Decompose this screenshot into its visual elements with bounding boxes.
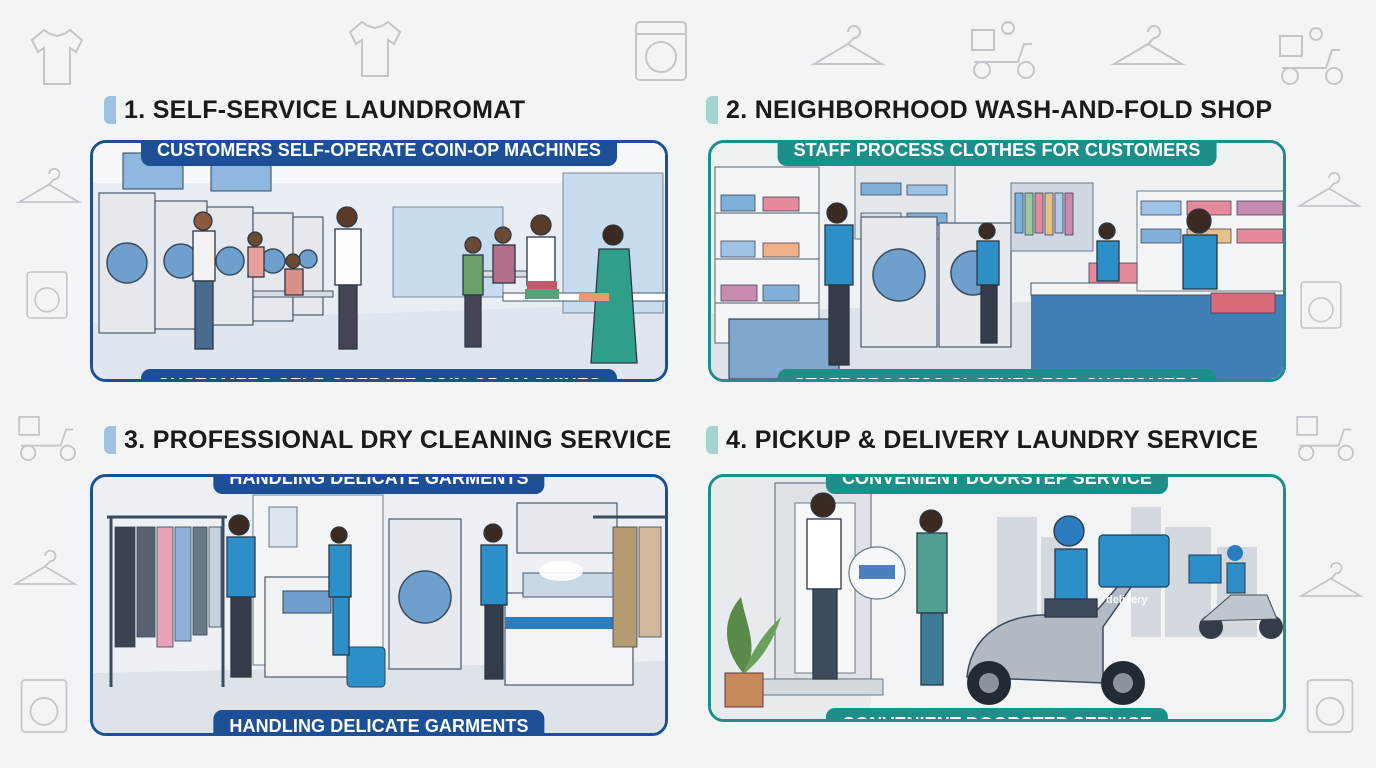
hanger-icon [16, 167, 82, 203]
section-1-bottom-label: CUSTOMERS SELF-OPERATE COIN-OP MACHINES [141, 369, 617, 379]
laundromat-illustration [93, 143, 665, 379]
washing-machine-icon [26, 271, 68, 319]
delivery-box-label: delivery [1106, 594, 1148, 606]
wash-and-fold-illustration [711, 143, 1283, 379]
section-2-top-label: STAFF PROCESS CLOTHES FOR CUSTOMERS [777, 143, 1217, 166]
section-4-heading: 4. PICKUP & DELIVERY LAUNDRY SERVICE [706, 425, 1258, 455]
section-3-top-label: HANDLING DELICATE GARMENTS [213, 477, 545, 494]
hanger-icon [1110, 25, 1186, 65]
section-1-heading: 1. SELF-SERVICE LAUNDROMAT [104, 95, 525, 125]
hanger-icon [810, 25, 886, 65]
hanger-icon [12, 549, 78, 585]
washing-machine-icon [20, 679, 68, 733]
section-1-panel: CUSTOMERS SELF-OPERATE COIN-OP MACHINES … [90, 140, 668, 382]
section-4-panel: delivery CONVENIENT DOORSTEP SERVICE CON… [708, 474, 1286, 722]
section-3-title: 3. PROFESSIONAL DRY CLEANING SERVICE [124, 425, 672, 454]
section-4-bottom-label: CONVENIENT DOORSTEP SERVICE [825, 708, 1169, 719]
heading-accent-bar [706, 96, 718, 124]
section-2-bottom-label: STAFF PROCESS CLOTHES FOR CUSTOMERS [777, 369, 1217, 379]
dry-cleaning-illustration [93, 477, 665, 733]
section-4-top-label: CONVENIENT DOORSTEP SERVICE [825, 477, 1169, 494]
heading-accent-bar [104, 96, 116, 124]
heading-accent-bar [104, 426, 116, 454]
section-2-heading: 2. NEIGHBORHOOD WASH-AND-FOLD SHOP [706, 95, 1272, 125]
shirt-icon [30, 28, 84, 85]
section-3-heading: 3. PROFESSIONAL DRY CLEANING SERVICE [104, 425, 671, 455]
section-1-title: 1. SELF-SERVICE LAUNDROMAT [124, 95, 526, 124]
section-2-title: 2. NEIGHBORHOOD WASH-AND-FOLD SHOP [726, 95, 1273, 124]
hanger-icon [1298, 561, 1364, 597]
washing-machine-icon [1300, 281, 1342, 329]
section-4-title: 4. PICKUP & DELIVERY LAUNDRY SERVICE [726, 425, 1259, 454]
delivery-scooter-icon [18, 416, 76, 461]
shirt-icon [348, 20, 402, 77]
hanger-icon [1296, 171, 1362, 207]
delivery-scooter-icon [971, 21, 1035, 79]
washing-machine-icon [635, 21, 687, 81]
section-3-panel: HANDLING DELICATE GARMENTS HANDLING DELI… [90, 474, 668, 736]
section-2-panel: STAFF PROCESS CLOTHES FOR CUSTOMERS STAF… [708, 140, 1286, 382]
section-3-bottom-label: HANDLING DELICATE GARMENTS [213, 710, 545, 733]
delivery-scooter-icon [1296, 416, 1354, 461]
section-1-top-label: CUSTOMERS SELF-OPERATE COIN-OP MACHINES [141, 143, 617, 166]
heading-accent-bar [706, 426, 718, 454]
delivery-scooter-icon [1279, 27, 1343, 85]
washing-machine-icon [1306, 679, 1354, 733]
pickup-delivery-illustration [711, 477, 1283, 719]
